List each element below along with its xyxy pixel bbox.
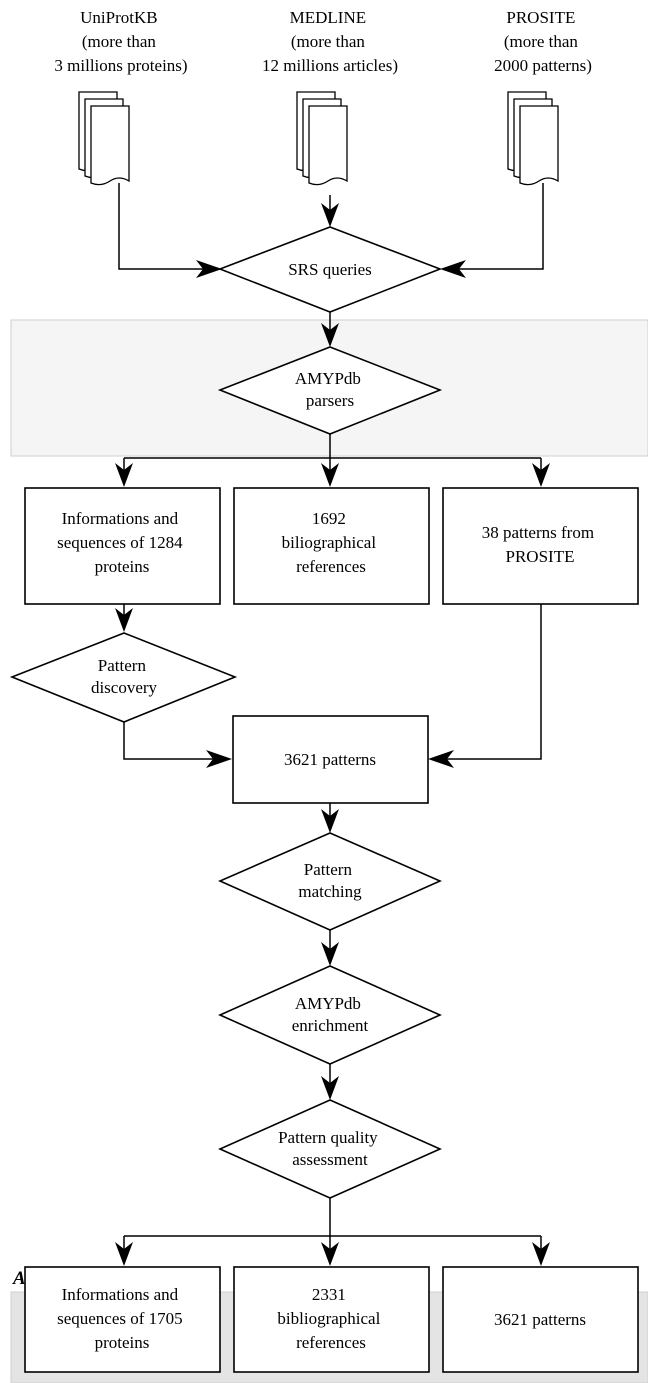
svg-text:Pattern quality assessme: Pattern quality assessment [278, 1128, 382, 1169]
prosite-document-icon [507, 91, 559, 186]
arrowhead [196, 260, 222, 278]
connectors [115, 183, 550, 1266]
final-references-box: 2331 bibliographical references [233, 1266, 430, 1373]
medline-document-icon [296, 91, 348, 186]
svg-text:AMYPdb parsers: AMYPdb parsers [295, 369, 365, 410]
prosite-label: PROSITE (more than 2000 patterns) [494, 8, 592, 75]
edge-prosite-to-srs [452, 183, 544, 270]
proteins-box: Informations and sequences of 1284 prote… [24, 487, 221, 605]
svg-text:Pattern discovery: Pattern discovery [91, 656, 158, 697]
edge-discovery-to-patterns [123, 722, 220, 760]
edge-uniprot-to-srs [118, 183, 210, 270]
arrowhead [321, 203, 339, 227]
final-patterns-box: 3621 patterns [442, 1266, 639, 1373]
svg-text:3621 patterns: 3621 patterns [494, 1310, 586, 1329]
svg-text:SRS queries: SRS queries [288, 260, 372, 279]
uniprotkb-label: UniProtKB (more than 3 millions proteins… [54, 8, 187, 75]
arrowhead [206, 750, 232, 768]
svg-text:38 patterns from PROSITE: 38 patterns from PROSITE [482, 523, 599, 566]
uniprotkb-document-icon [78, 91, 130, 186]
svg-text:AMYPdb enrichment: AMYPdb enrichment [292, 994, 369, 1035]
arrowhead [115, 463, 133, 487]
pattern-quality-assessment-step: Pattern quality assessment [218, 1099, 442, 1199]
final-proteins-box: Informations and sequences of 1705 prote… [24, 1266, 221, 1373]
svg-text:Pattern matching: Pattern matching [298, 860, 362, 901]
references-box: 1692 biliographical references [233, 487, 430, 605]
medline-label: MEDLINE (more than 12 millions articles) [262, 8, 398, 75]
arrowhead [321, 942, 339, 966]
arrowhead [115, 1242, 133, 1266]
svg-text:1692 biliographical: 1692 biliographical references [282, 509, 381, 576]
arrowhead [321, 1076, 339, 1100]
svg-text:2331 bibliographical: 2331 bibliographical references [277, 1285, 384, 1352]
arrowhead [532, 463, 550, 487]
amypdb-enrichment-step: AMYPdb enrichment [218, 965, 442, 1065]
arrowhead [532, 1242, 550, 1266]
arrowhead [321, 463, 339, 487]
all-patterns-box: 3621 patterns [232, 715, 429, 804]
arrowhead [428, 750, 454, 768]
arrowhead [321, 1242, 339, 1266]
svg-text:Informations and sequenc: Informations and sequences of 1705 prote… [57, 1285, 187, 1352]
prosite-patterns-box: 38 patterns from PROSITE [442, 487, 639, 605]
arrowhead [115, 608, 133, 632]
srs-queries-step: SRS queries [217, 226, 443, 313]
arrowhead [321, 323, 339, 347]
arrowhead [440, 260, 466, 278]
arrowhead [321, 809, 339, 833]
amypdb-parsers-step: AMYPdb parsers [217, 346, 443, 435]
svg-text:3621 patterns: 3621 patterns [284, 750, 376, 769]
edge-prosite-patterns-to-patterns [440, 603, 542, 760]
pattern-discovery-step: Pattern discovery [9, 632, 238, 723]
pattern-matching-step: Pattern matching [218, 832, 442, 931]
svg-text:Informations and sequenc: Informations and sequences of 1284 prote… [57, 509, 187, 576]
